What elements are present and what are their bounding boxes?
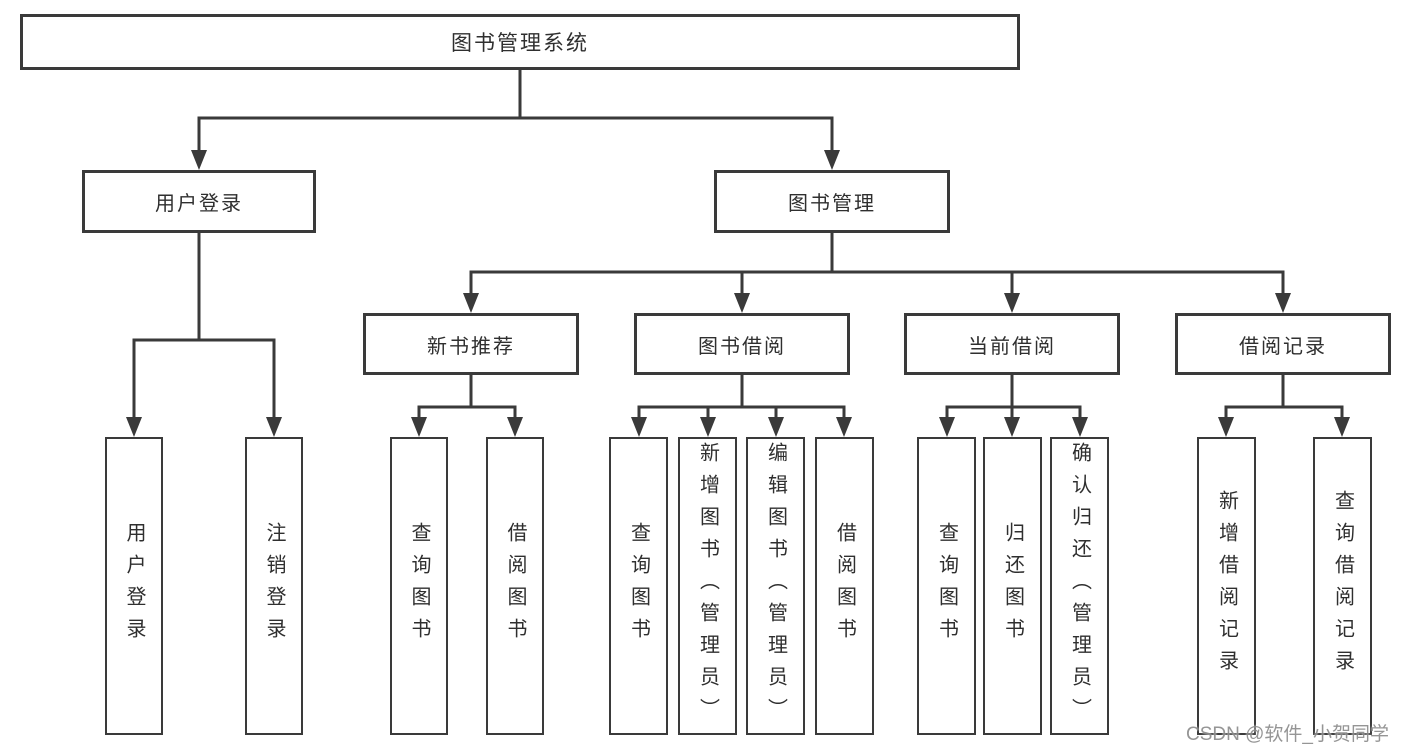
node-new-book-recommend: 新书推荐 [363, 313, 579, 375]
leaf-query-books: 查询图书 [390, 437, 448, 735]
leaf-add-books-admin: 新增图书（管理员） [678, 437, 737, 735]
leaf-return-books: 归还图书 [983, 437, 1042, 735]
node-book-management: 图书管理 [714, 170, 950, 233]
leaf-add-borrow-record: 新增借阅记录 [1197, 437, 1256, 735]
node-root: 图书管理系统 [20, 14, 1020, 70]
leaf-query-books-2: 查询图书 [609, 437, 668, 735]
csdn-watermark: CSDN @软件_小贺同学 [1186, 724, 1389, 745]
leaf-query-borrow-record: 查询借阅记录 [1313, 437, 1372, 735]
leaf-user-login: 用户登录 [105, 437, 163, 735]
node-book-borrow: 图书借阅 [634, 313, 850, 375]
leaf-borrow-books: 借阅图书 [486, 437, 544, 735]
node-current-borrow: 当前借阅 [904, 313, 1120, 375]
leaf-logout: 注销登录 [245, 437, 303, 735]
leaf-edit-books-admin: 编辑图书（管理员） [746, 437, 805, 735]
leaf-confirm-return-admin: 确认归还（管理员） [1050, 437, 1109, 735]
node-user-login: 用户登录 [82, 170, 316, 233]
leaf-query-books-3: 查询图书 [917, 437, 976, 735]
node-borrow-record: 借阅记录 [1175, 313, 1391, 375]
leaf-borrow-books-2: 借阅图书 [815, 437, 874, 735]
